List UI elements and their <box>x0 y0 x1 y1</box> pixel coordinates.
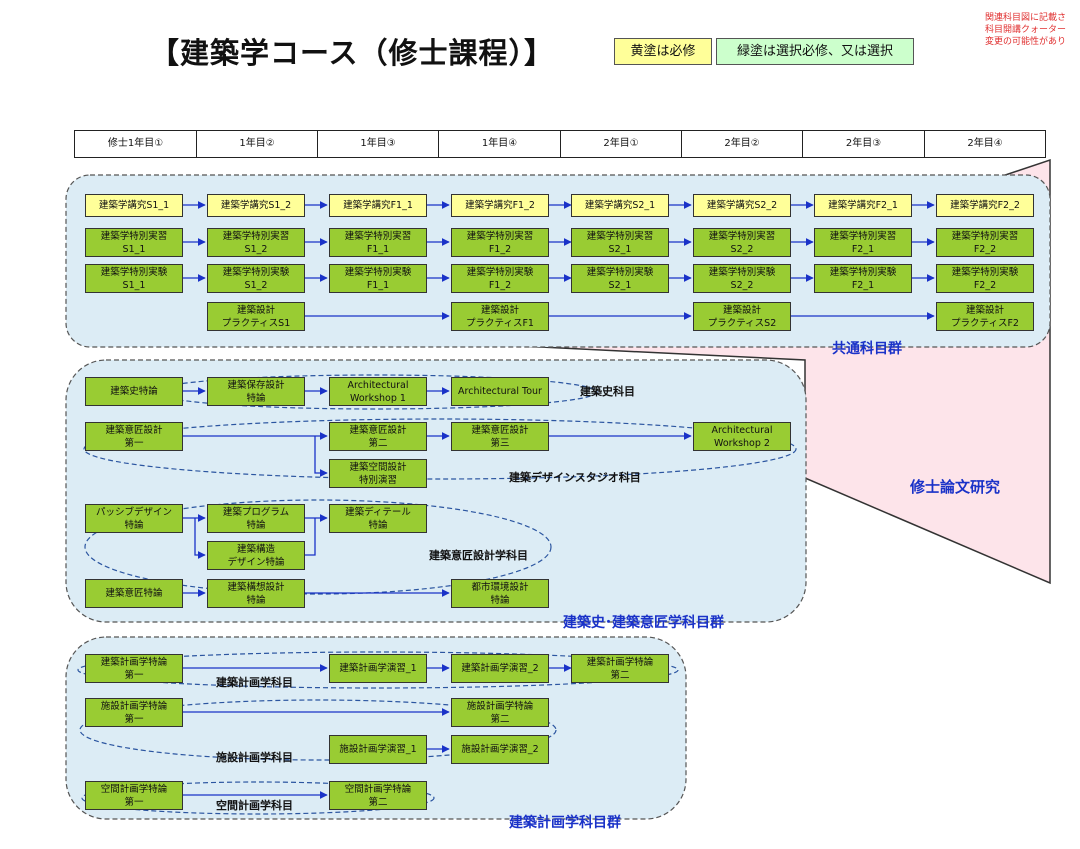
course-experiment[interactable]: 建築学特別実験 F1_1 <box>329 264 427 293</box>
space-subgroup-outline <box>81 781 435 815</box>
course-experiment[interactable]: 建築学特別実験 S2_2 <box>693 264 791 293</box>
course-experiment[interactable]: 建築学特別実験 F1_2 <box>451 264 549 293</box>
course-research[interactable]: 建築学講究S1_1 <box>85 194 183 217</box>
course-research[interactable]: 建築学講究F1_1 <box>329 194 427 217</box>
theory-subgroup-outline <box>84 499 552 595</box>
space-subgroup-label: 空間計画学科目 <box>216 799 293 812</box>
quarter-header: 修士1年目① <box>74 130 196 158</box>
note-line: 変更の可能性があり <box>985 37 1067 47</box>
course-design-theory[interactable]: 建築意匠特論 <box>85 579 183 608</box>
common-panel <box>65 174 1051 348</box>
course-arch-planning[interactable]: 建築計画学演習_1 <box>329 654 427 683</box>
quarter-header: 2年目① <box>560 130 681 158</box>
common-group-label: 共通科目群 <box>832 341 902 357</box>
course-practicum[interactable]: 建築学特別実習 S2_2 <box>693 228 791 257</box>
quarter-header: 2年目④ <box>924 130 1046 158</box>
course-practicum[interactable]: 建築学特別実習 F1_2 <box>451 228 549 257</box>
course-studio[interactable]: 建築意匠設計 第二 <box>329 422 427 451</box>
course-arch-planning[interactable]: 建築計画学特論 第二 <box>571 654 669 683</box>
history-design-group-label: 建築史･建築意匠学科目群 <box>563 615 724 631</box>
page-title: 【建築学コース（修士課程）】 <box>150 36 555 70</box>
thesis-research-label: 修士論文研究 <box>910 478 1001 496</box>
quarter-header: 2年目② <box>681 130 802 158</box>
course-design-theory[interactable]: 建築構想設計 特論 <box>207 579 305 608</box>
studio-subgroup-label: 建築デザインスタジオ科目 <box>509 471 641 484</box>
course-design-practice[interactable]: 建築設計 プラクティスF1 <box>451 302 549 331</box>
course-practicum[interactable]: 建築学特別実習 S2_1 <box>571 228 669 257</box>
course-design-theory[interactable]: 建築ディテール 特論 <box>329 504 427 533</box>
course-research[interactable]: 建築学講究F2_1 <box>814 194 912 217</box>
course-history[interactable]: 建築保存設計 特論 <box>207 377 305 406</box>
facility-subgroup-label: 施設計画学科目 <box>216 751 293 764</box>
course-space-planning[interactable]: 空間計画学特論 第一 <box>85 781 183 810</box>
course-design-theory[interactable]: 建築構造 デザイン特論 <box>207 541 305 570</box>
quarter-header: 1年目③ <box>317 130 438 158</box>
legend-elective: 緑塗は選択必修、又は選択 <box>716 38 914 65</box>
course-experiment[interactable]: 建築学特別実験 S1_1 <box>85 264 183 293</box>
course-design-practice[interactable]: 建築設計 プラクティスS2 <box>693 302 791 331</box>
course-research[interactable]: 建築学講究S2_2 <box>693 194 791 217</box>
course-practicum[interactable]: 建築学特別実習 F2_2 <box>936 228 1034 257</box>
course-research[interactable]: 建築学講究F1_2 <box>451 194 549 217</box>
course-design-practice[interactable]: 建築設計 プラクティスF2 <box>936 302 1034 331</box>
course-studio[interactable]: 建築意匠設計 第一 <box>85 422 183 451</box>
course-studio[interactable]: 建築意匠設計 第三 <box>451 422 549 451</box>
arch-planning-subgroup-label: 建築計画学科目 <box>216 676 293 689</box>
note-line: 関連科目図に記載さ <box>985 13 1067 23</box>
course-research[interactable]: 建築学講究S2_1 <box>571 194 669 217</box>
course-design-practice[interactable]: 建築設計 プラクティスS1 <box>207 302 305 331</box>
course-experiment[interactable]: 建築学特別実験 S1_2 <box>207 264 305 293</box>
quarter-header: 1年目④ <box>438 130 560 158</box>
course-design-theory[interactable]: 都市環境設計 特論 <box>451 579 549 608</box>
course-practicum[interactable]: 建築学特別実習 S1_1 <box>85 228 183 257</box>
legend-required: 黄塗は必修 <box>614 38 712 65</box>
course-practicum[interactable]: 建築学特別実習 F1_1 <box>329 228 427 257</box>
course-practicum[interactable]: 建築学特別実習 S1_2 <box>207 228 305 257</box>
course-space-planning[interactable]: 空間計画学特論 第二 <box>329 781 427 810</box>
course-studio[interactable]: 建築空間設計 特別演習 <box>329 459 427 488</box>
course-practicum[interactable]: 建築学特別実習 F2_1 <box>814 228 912 257</box>
facility-subgroup-outline <box>79 699 557 761</box>
note-line: 科目開講クォーター <box>985 25 1067 35</box>
course-facility-planning[interactable]: 施設計画学特論 第二 <box>451 698 549 727</box>
course-arch-planning[interactable]: 建築計画学演習_2 <box>451 654 549 683</box>
course-facility-planning[interactable]: 施設計画学特論 第一 <box>85 698 183 727</box>
course-facility-planning[interactable]: 施設計画学演習_1 <box>329 735 427 764</box>
course-design-theory[interactable]: 建築プログラム 特論 <box>207 504 305 533</box>
course-experiment[interactable]: 建築学特別実験 F2_2 <box>936 264 1034 293</box>
course-research[interactable]: 建築学講究F2_2 <box>936 194 1034 217</box>
course-history[interactable]: Architectural Workshop 1 <box>329 377 427 406</box>
course-studio[interactable]: Architectural Workshop 2 <box>693 422 791 451</box>
theory-subgroup-label: 建築意匠設計学科目 <box>429 549 528 562</box>
course-facility-planning[interactable]: 施設計画学演習_2 <box>451 735 549 764</box>
quarter-header: 1年目② <box>196 130 317 158</box>
course-experiment[interactable]: 建築学特別実験 F2_1 <box>814 264 912 293</box>
studio-subgroup-outline <box>83 418 797 480</box>
course-history[interactable]: 建築史特論 <box>85 377 183 406</box>
course-arch-planning[interactable]: 建築計画学特論 第一 <box>85 654 183 683</box>
course-experiment[interactable]: 建築学特別実験 S2_1 <box>571 264 669 293</box>
course-research[interactable]: 建築学講究S1_2 <box>207 194 305 217</box>
course-history[interactable]: Architectural Tour <box>451 377 549 406</box>
planning-group-label: 建築計画学科目群 <box>509 815 621 831</box>
quarter-header: 2年目③ <box>802 130 924 158</box>
course-design-theory[interactable]: パッシブデザイン 特論 <box>85 504 183 533</box>
history-subgroup-label: 建築史科目 <box>580 385 635 398</box>
arch-planning-subgroup-outline <box>77 651 679 689</box>
